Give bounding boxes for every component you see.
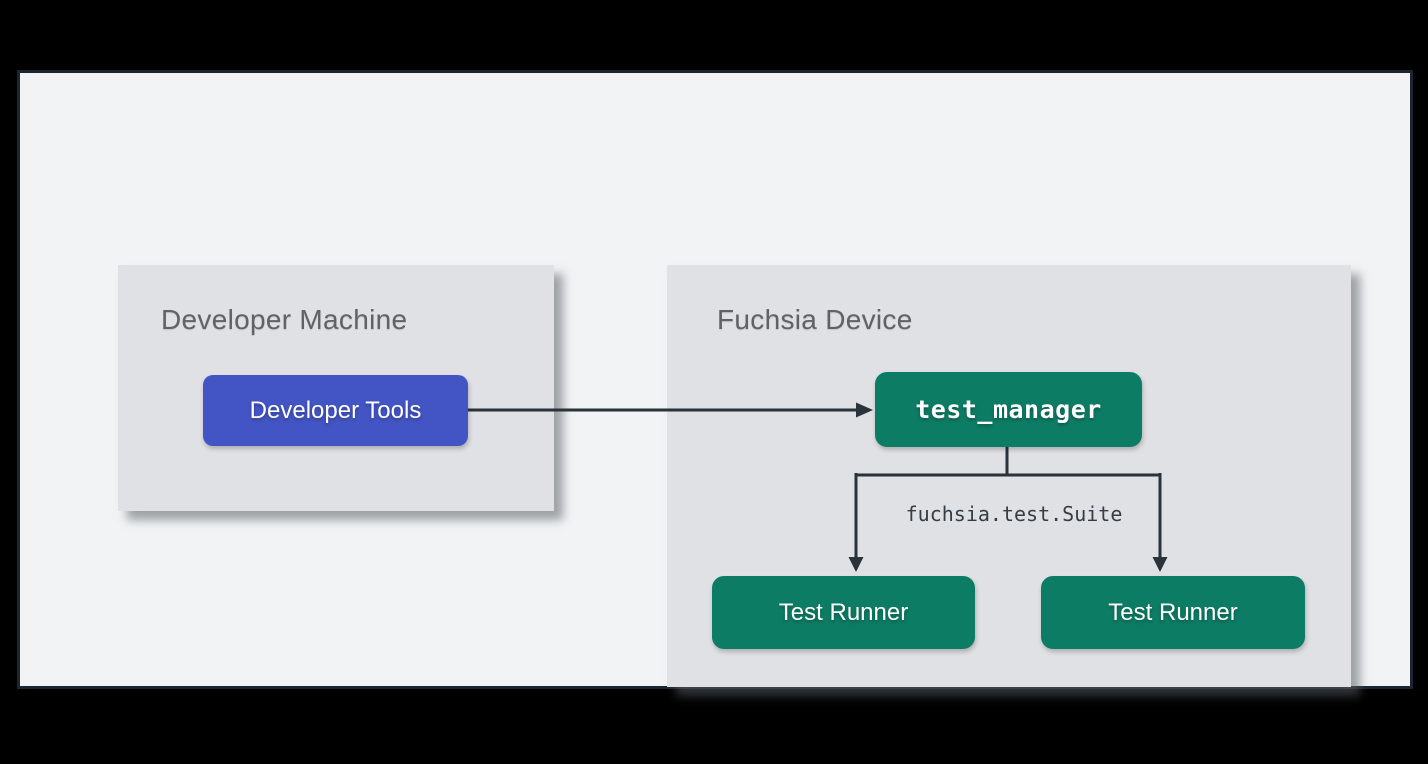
developer-machine-title: Developer Machine: [161, 304, 408, 335]
developer-tools-node: Developer Tools: [203, 375, 468, 446]
fuchsia-device-title: Fuchsia Device: [717, 304, 913, 335]
diagram-panel: Developer Machine Fuchsia Device Develop…: [17, 70, 1413, 689]
protocol-edge-label: fuchsia.test.Suite: [905, 502, 1123, 526]
test-runner-node-left: Test Runner: [712, 576, 975, 649]
test-manager-node: test_manager: [875, 372, 1142, 447]
test-runner-node-right: Test Runner: [1041, 576, 1305, 649]
